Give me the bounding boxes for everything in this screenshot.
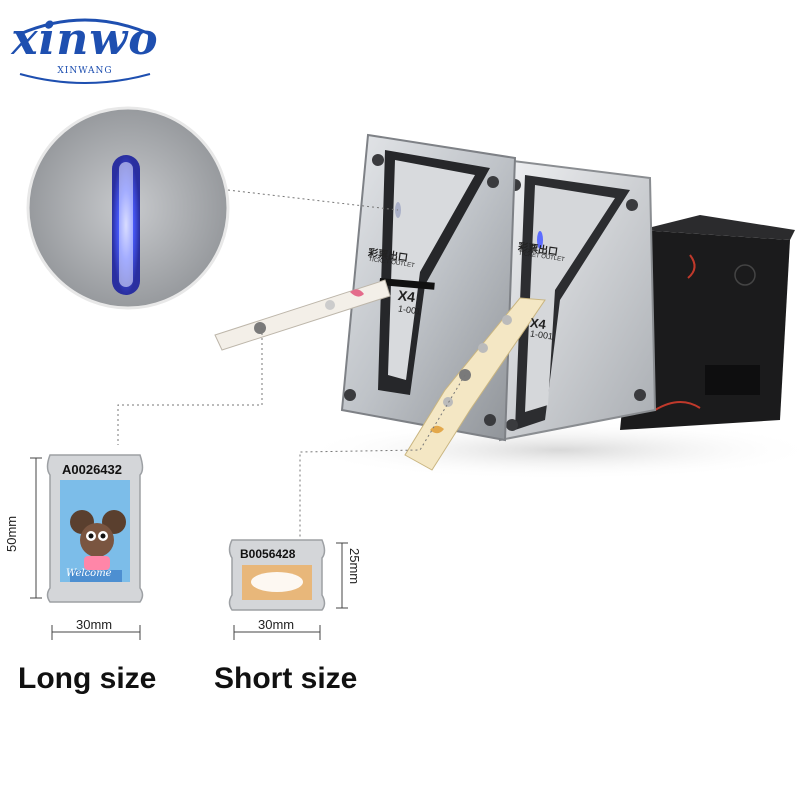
long-ticket-height-label: 50mm: [4, 515, 19, 552]
short-ticket-width-label: 30mm: [258, 617, 295, 632]
short-ticket-dimension-lines: [233, 542, 348, 640]
logo-swoosh-icon: [19, 18, 151, 84]
long-ticket-art-text: Welcome: [66, 568, 112, 579]
long-ticket-width-label: 30mm: [76, 617, 113, 632]
short-ticket-number: B0056428: [240, 547, 296, 561]
short-ticket-height-label: 25mm: [347, 548, 362, 585]
long-ticket-dimension-lines: [30, 457, 141, 640]
brand-logo: xinwo XINWANG: [10, 14, 160, 84]
leader-lines: [117, 189, 466, 545]
led-zoom-inset: [26, 106, 230, 310]
short-ticket-illustration: [228, 539, 326, 611]
control-box: [620, 215, 795, 430]
ticket-strip-right: [404, 297, 546, 471]
long-ticket-illustration: [46, 454, 144, 603]
long-ticket-number: A0026432: [62, 462, 122, 477]
dispenser-model: X4: [396, 286, 417, 306]
ticket-strip-left: [214, 279, 391, 351]
long-size-caption: Long size: [18, 662, 157, 695]
logo-wordmark: xinwo: [11, 14, 159, 65]
logo-subtext: XINWANG: [57, 66, 113, 76]
short-size-caption: Short size: [214, 662, 358, 695]
